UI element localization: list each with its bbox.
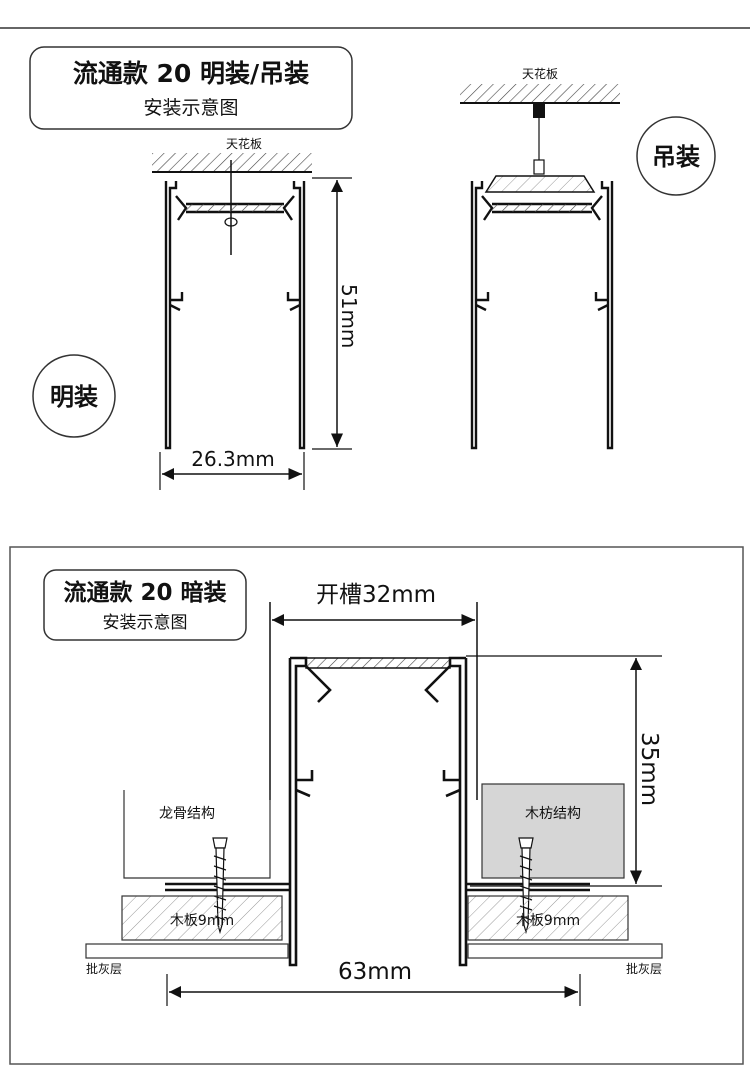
suspension-clamp: [533, 159, 545, 175]
surface-screw-head: [224, 217, 238, 227]
suspended-ceiling-label: 天花板: [522, 66, 558, 81]
left-plaster-label: 批灰层: [86, 961, 122, 976]
left-board-label: 木板9mm: [170, 913, 234, 929]
height-dim-label: 51mm: [337, 284, 361, 348]
left-plaster-layer: [85, 943, 289, 959]
suspended-diagram: 天花板: [460, 66, 620, 450]
right-plaster-label: 批灰层: [626, 961, 662, 976]
surface-profile-top: [186, 204, 284, 212]
surface-profile: [164, 181, 306, 450]
top-title: 流通款 20 明装/吊装: [73, 59, 309, 88]
suspended-profile: [470, 181, 614, 450]
right-plaster-layer: [467, 943, 663, 959]
top-title-box: 流通款 20 明装/吊装 安装示意图: [29, 46, 353, 130]
suspended-badge-label: 吊装: [652, 143, 700, 171]
recess-width-dim-label: 63mm: [338, 959, 412, 985]
right-wood-block: [481, 783, 625, 879]
surface-ceiling-label: 天花板: [226, 136, 262, 151]
suspended-ceiling-hatch: [460, 84, 620, 102]
right-board-label: 木板9mm: [516, 913, 580, 929]
recessed-profile-top: [305, 657, 451, 669]
top-subtitle: 安装示意图: [143, 97, 238, 119]
width-dim-label: 26.3mm: [191, 447, 275, 471]
suspended-anchor: [533, 104, 545, 118]
bottom-title: 流通款 20 暗装: [63, 579, 226, 606]
surface-badge: 明装: [32, 354, 116, 438]
surface-badge-label: 明装: [50, 383, 98, 411]
bottom-subtitle: 安装示意图: [103, 613, 188, 633]
suspended-badge: 吊装: [636, 116, 716, 196]
left-frame-label: 龙骨结构: [159, 806, 215, 822]
left-wood-board: [121, 895, 283, 941]
right-block-label: 木枋结构: [525, 806, 581, 822]
left-frame: [123, 790, 271, 879]
slot-dim-label: 开槽32mm: [316, 582, 436, 608]
suspended-profile-top: [492, 204, 592, 212]
recess-height-dim-label: 35mm: [636, 732, 662, 806]
suspension-bracket: [484, 175, 596, 193]
right-wood-board: [467, 895, 629, 941]
surface-mount-diagram: 天花板 51mm 26.3mm: [152, 136, 361, 490]
surface-ceiling-hatch: [152, 153, 312, 171]
bottom-title-box: 流通款 20 暗装 安装示意图: [43, 569, 247, 641]
